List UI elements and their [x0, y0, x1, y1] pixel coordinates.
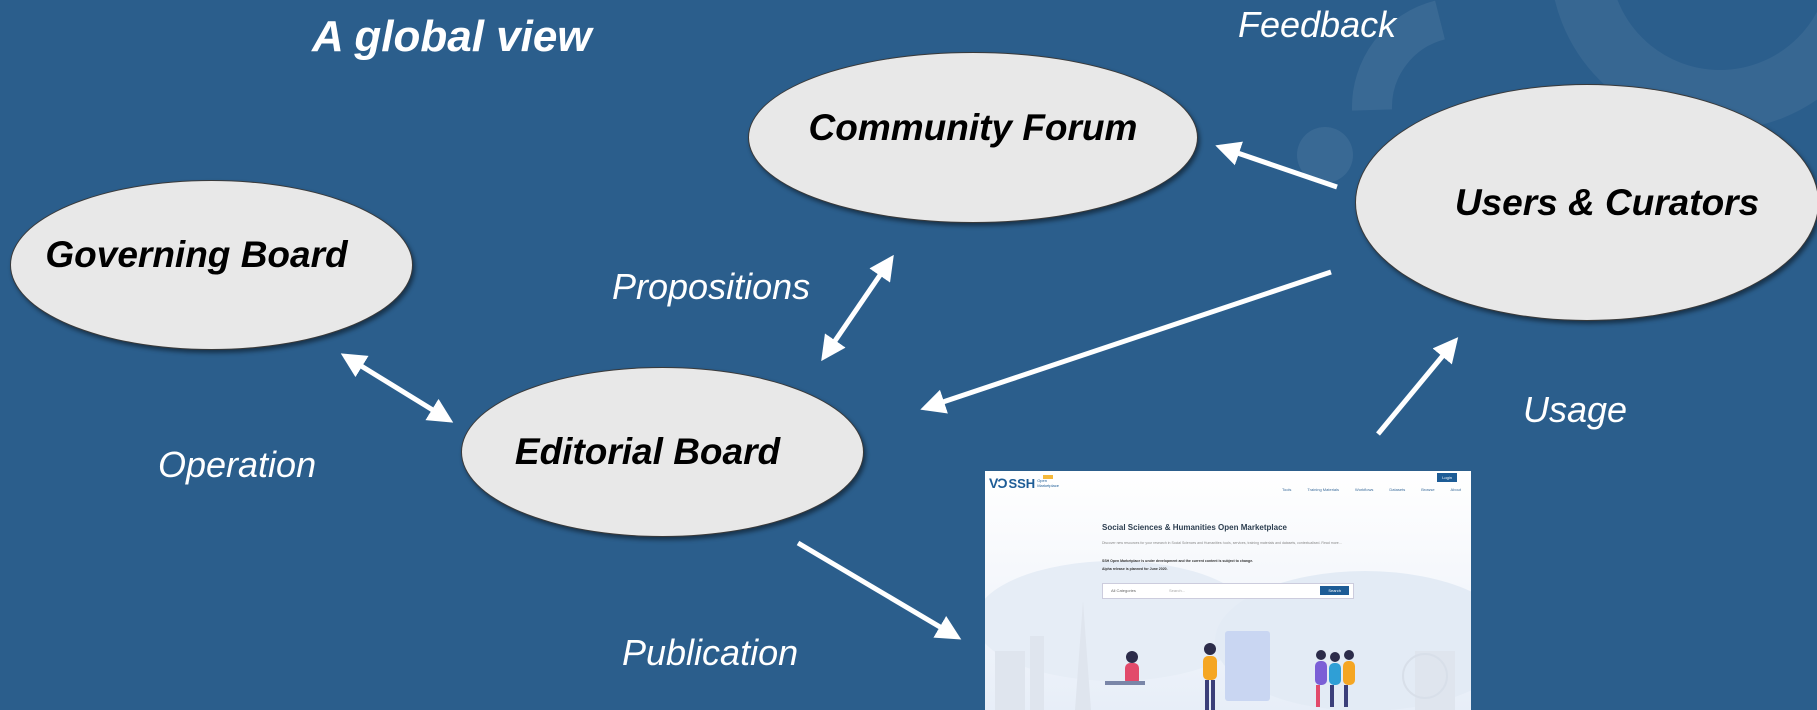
marketplace-screenshot: VƆ SSH Open Marketplace Login Tools Trai…: [985, 471, 1471, 710]
node-label: Users & Curators: [1454, 181, 1760, 223]
nav-item-datasets[interactable]: Datasets: [1389, 487, 1406, 492]
arrow-usage: [1376, 337, 1459, 436]
screenshot-illustration: [985, 561, 1471, 710]
arrow-publication: [796, 540, 962, 640]
main-nav: Tools Training Materials Workflows Datas…: [1282, 487, 1461, 492]
ssh-logo[interactable]: VƆ SSH Open Marketplace: [989, 475, 1059, 491]
arrow-feedback: [1215, 141, 1338, 190]
edge-label-operation: Operation: [158, 444, 317, 485]
node-users-curators: Users & Curators: [1355, 84, 1817, 321]
node-label: Editorial Board: [514, 431, 781, 472]
arrow-governing-editorial: [340, 353, 454, 423]
notice-text: SSH Open Marketplace is under developmen…: [1102, 559, 1254, 563]
edge-label-publication: Publication: [622, 632, 799, 673]
edge-label-feedback: Feedback: [1238, 4, 1397, 45]
nav-item-about[interactable]: About: [1450, 487, 1461, 492]
arrow-propositions: [821, 254, 894, 362]
ssh-logo-icon: VƆ: [989, 475, 1007, 491]
ssh-logo-subtitle: Open Marketplace: [1037, 478, 1059, 488]
node-label: Community Forum: [808, 106, 1138, 148]
search-input[interactable]: Search...: [1169, 588, 1186, 593]
arrow-users-to-editorial: [920, 269, 1332, 414]
nav-item-training-materials[interactable]: Training Materials: [1307, 487, 1340, 492]
category-select[interactable]: All Categories: [1111, 588, 1136, 593]
ssh-logo-text: SSH: [1008, 475, 1036, 491]
intro-text: Discover new resources for your research…: [1102, 541, 1342, 545]
page-heading: Social Sciences & Humanities Open Market…: [1102, 523, 1287, 532]
login-button[interactable]: Login: [1437, 473, 1457, 482]
edge-label-usage: Usage: [1523, 389, 1628, 430]
search-bar: All Categories Search... Search: [1102, 583, 1354, 599]
nav-item-workflows[interactable]: Workflows: [1355, 487, 1374, 492]
node-community-forum: Community Forum: [748, 52, 1198, 223]
node-governing-board: Governing Board: [10, 180, 413, 350]
nav-item-tools[interactable]: Tools: [1282, 487, 1292, 492]
release-text: Alpha release is planned for June 2020.: [1102, 567, 1168, 571]
search-button[interactable]: Search: [1320, 586, 1349, 595]
beta-badge: [1043, 475, 1053, 479]
node-label: Governing Board: [45, 234, 348, 275]
diagram-title: A global view: [312, 12, 592, 61]
node-editorial-board: Editorial Board: [461, 367, 864, 537]
edge-label-propositions: Propositions: [612, 266, 811, 307]
nav-item-browse[interactable]: Browse: [1421, 487, 1435, 492]
